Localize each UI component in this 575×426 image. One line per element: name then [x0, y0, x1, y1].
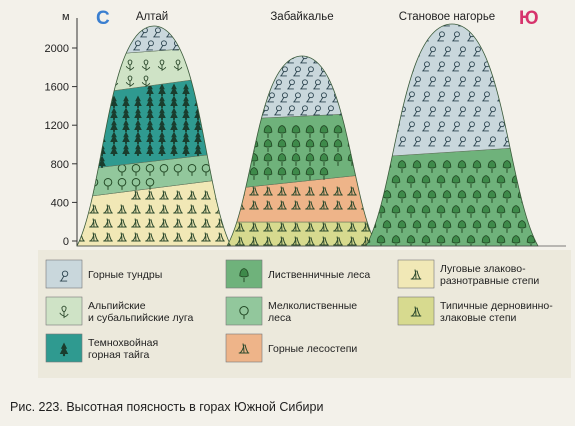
legend-icon-meadow_steppe	[410, 269, 422, 280]
direction-north: С	[96, 8, 110, 29]
mountain-zabaikalye	[226, 55, 378, 247]
figure-caption: Рис. 223. Высотная поясность в горах Южн…	[10, 400, 324, 414]
legend-icon-smallleaf	[239, 306, 249, 320]
y-tick-label: 1600	[45, 82, 69, 94]
y-axis: м 0 400 800 1200 1600 2000	[45, 11, 78, 248]
legend-label: Альпийские	[88, 300, 146, 312]
legend-label: злаковые степи	[440, 312, 517, 324]
zone-larch	[366, 145, 538, 246]
mountain-title-stanovoe: Становое нагорье	[399, 11, 495, 23]
legend-swatch	[225, 296, 263, 326]
zone-typical_steppe	[227, 221, 377, 246]
y-tick-label: 2000	[45, 43, 69, 55]
mountain-stanovoe	[365, 23, 539, 247]
zone-larch	[227, 111, 377, 191]
legend: Горные тундры Лиственничные леса Луговые з…	[45, 259, 553, 363]
legend-item-meadow_steppe: Луговые злаково-разнотравные степи	[397, 259, 539, 289]
y-tick-label: 400	[51, 197, 69, 209]
legend-label: Мелколиственные	[268, 300, 357, 312]
zone-tundra	[77, 26, 231, 59]
legend-label: Лиственничные леса	[268, 269, 370, 281]
legend-swatch	[45, 259, 83, 289]
legend-label: разнотравные степи	[440, 275, 539, 287]
mountain-title-zabaikalye: Забайкалье	[270, 11, 333, 23]
legend-label: и субальпийские луга	[88, 312, 193, 324]
y-tick-label: 0	[63, 236, 69, 248]
legend-label: Типичные дерновинно-	[440, 300, 553, 312]
legend-icon-taiga	[59, 342, 69, 357]
legend-label: Горные лесостепи	[268, 343, 357, 355]
legend-icon-alpine	[59, 305, 69, 319]
legend-label: горная тайга	[88, 349, 150, 361]
mountain-title-altai: Алтай	[136, 11, 168, 23]
legend-item-typical_steppe: Типичные дерновинно-злаковые степи	[397, 296, 553, 326]
legend-icon-typical_steppe	[410, 306, 422, 317]
legend-item-larch: Лиственничные леса	[225, 259, 370, 289]
legend-swatch	[45, 296, 83, 326]
legend-item-forest_steppe: Горные лесостепи	[225, 333, 357, 363]
legend-icon-tundra	[59, 270, 69, 282]
direction-south: Ю	[519, 8, 539, 29]
legend-label: Горные тундры	[88, 269, 162, 281]
mountain-altai	[76, 25, 232, 247]
legend-label: Темнохвойная	[88, 337, 158, 349]
legend-icon-forest_steppe	[238, 343, 250, 354]
legend-icon-larch	[239, 268, 249, 283]
y-tick-label: 1200	[45, 120, 69, 132]
y-tick-label: 800	[51, 159, 69, 171]
legend-item-tundra: Горные тундры	[45, 259, 162, 289]
zone-taiga	[77, 71, 231, 173]
legend-panel	[38, 250, 571, 378]
legend-label: леса	[268, 312, 291, 324]
legend-label: Луговые злаково-	[440, 263, 526, 275]
y-axis-unit: м	[62, 11, 70, 23]
